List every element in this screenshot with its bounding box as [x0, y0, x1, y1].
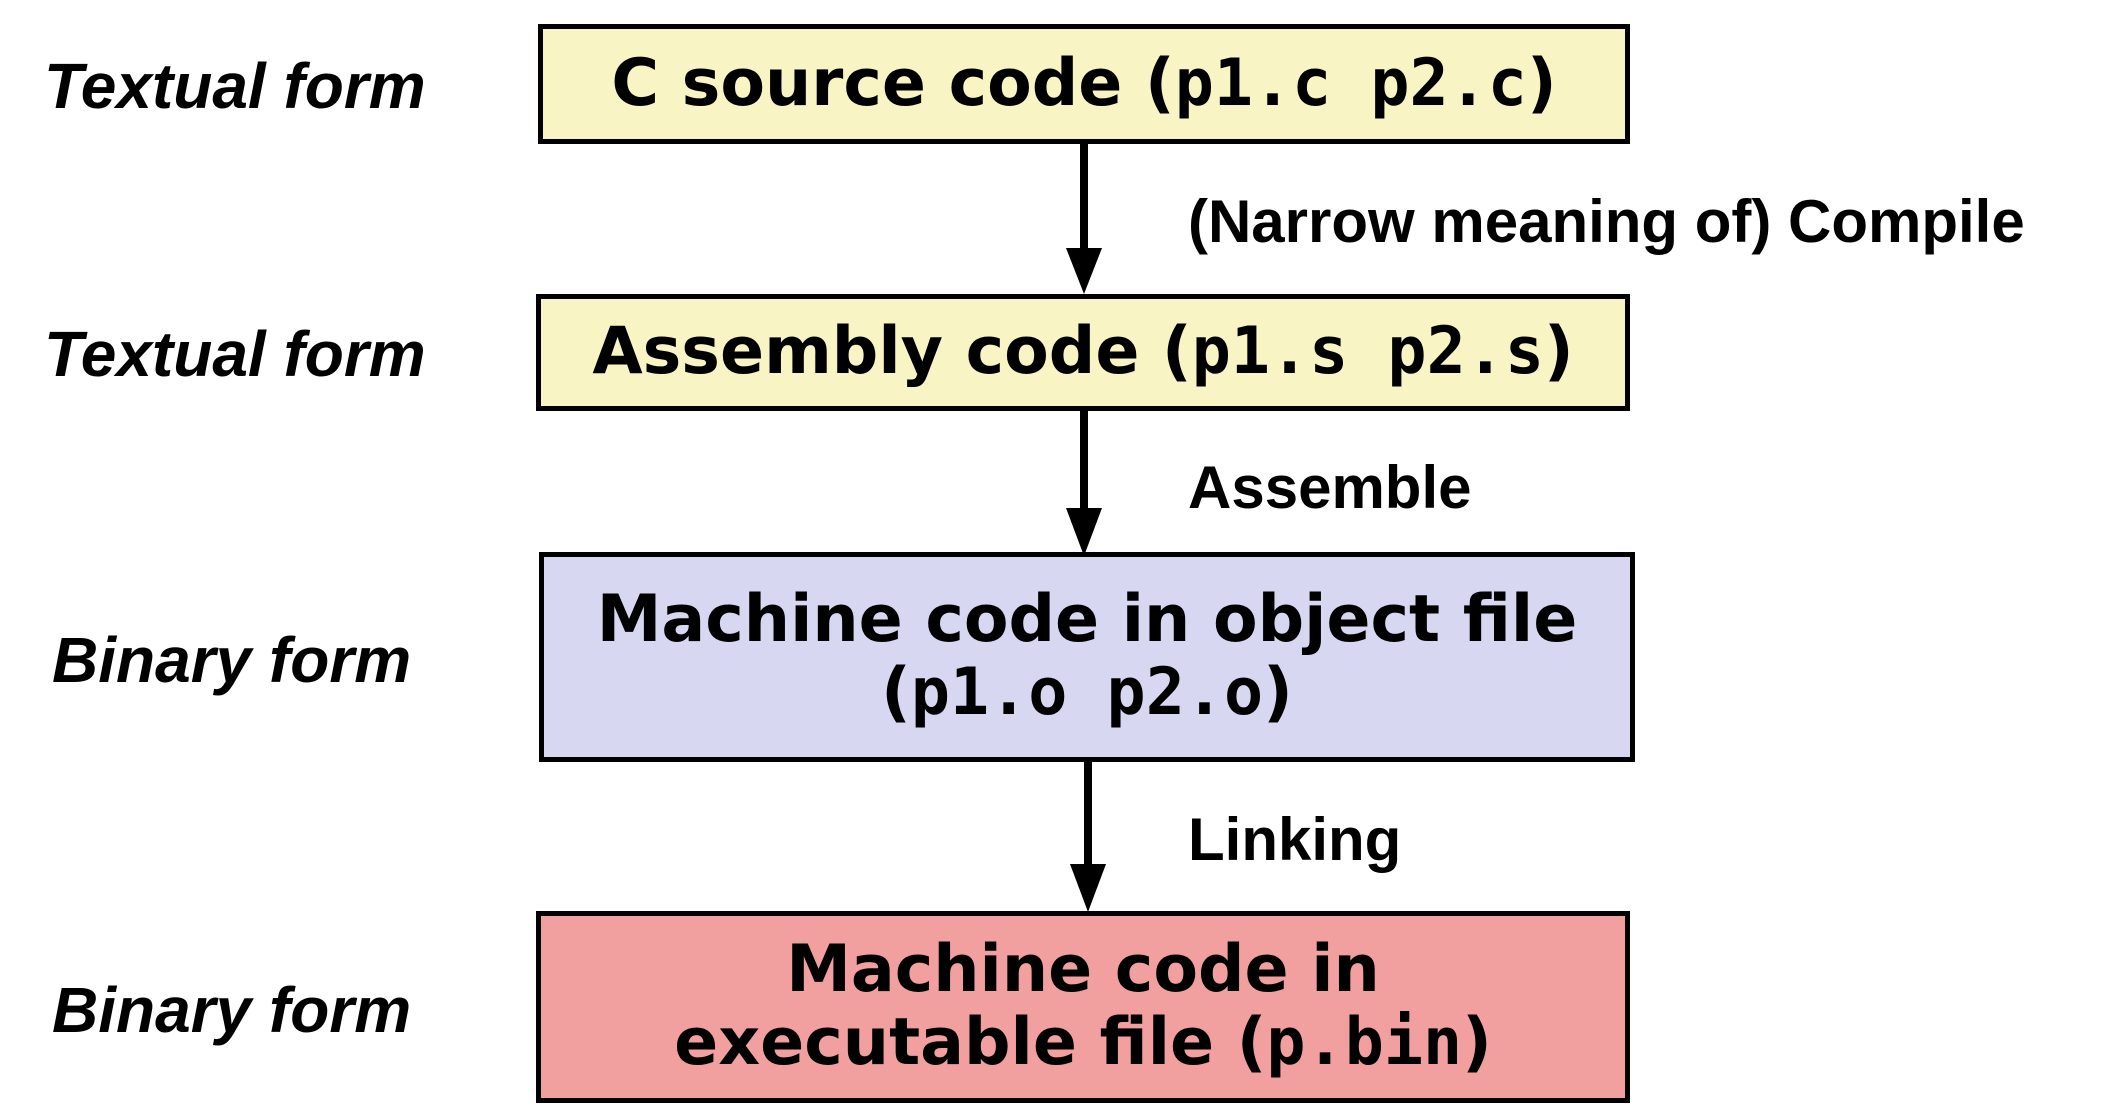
assembly-code-text: Assembly code (p1.s p2.s)	[592, 314, 1574, 390]
assemble-arrow	[1066, 411, 1102, 556]
textual-form-label-2: Textual form	[44, 318, 426, 390]
executable-file-box: Machine code in executable file (p.bin)	[536, 911, 1630, 1103]
compile-arrow	[1066, 144, 1102, 294]
assemble-step-label: Assemble	[1188, 454, 1472, 521]
object-files: p1.o p2.o	[910, 655, 1264, 730]
assembly-files: p1.s p2.s	[1191, 314, 1544, 390]
executable-files: p.bin	[1266, 1005, 1463, 1080]
binary-form-label-2: Binary form	[52, 974, 412, 1046]
object-file-line1: Machine code in object file	[596, 582, 1578, 658]
linking-arrow	[1070, 762, 1106, 912]
c-source-code-text: C source code (p1.c p2.c)	[611, 45, 1557, 121]
linking-step-label: Linking	[1188, 806, 1402, 873]
binary-form-label-1: Binary form	[52, 624, 412, 696]
executable-file-line2: executable file (p.bin)	[674, 1005, 1492, 1080]
c-source-files: p1.c p2.c	[1174, 45, 1527, 121]
textual-form-label-1: Textual form	[44, 50, 426, 122]
compile-step-label: (Narrow meaning of) Compile	[1188, 188, 2025, 255]
object-file-line2: (p1.o p2.o)	[881, 655, 1293, 730]
c-source-code-box: C source code (p1.c p2.c)	[538, 24, 1630, 144]
executable-file-line1: Machine code in	[786, 932, 1380, 1008]
object-file-box: Machine code in object file (p1.o p2.o)	[539, 552, 1635, 762]
assembly-code-box: Assembly code (p1.s p2.s)	[536, 294, 1630, 411]
